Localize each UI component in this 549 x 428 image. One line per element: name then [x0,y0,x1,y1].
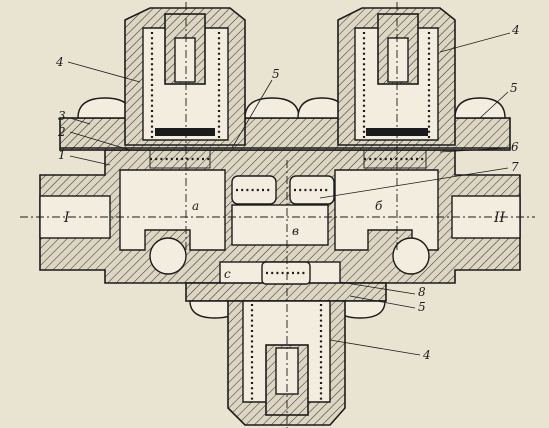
bore-left [149,237,187,275]
label-6: 6 [511,140,519,154]
label-5-top-right: 5 [510,81,518,95]
valve-springs [149,149,427,205]
label-cavity-b: б [375,199,383,213]
cavity-b [334,169,439,251]
label-cavity-v: в [292,224,299,238]
cavity-v [231,204,329,246]
center-lines [20,2,535,428]
cap-top-right [337,7,456,146]
leader-lines [67,32,511,356]
bolt-head-top-left [77,97,133,119]
label-7: 7 [511,160,519,174]
cap-bottom [185,261,387,426]
bolt-head-top-center [244,97,300,119]
label-4-bottom: 4 [422,348,431,362]
label-port-out: II [493,210,506,226]
label-5-bottom: 5 [418,300,426,314]
bore-right [392,237,430,275]
label-3: 3 [58,109,66,123]
cap-top-left [124,7,246,146]
cavity-a [119,169,226,251]
label-4-top-left: 4 [55,55,64,69]
label-cavity-c: с [224,267,231,281]
label-8: 8 [418,285,426,299]
label-5-top-center: 5 [272,67,280,81]
bolt-head-top-right [454,97,506,119]
callout-labels: 4 4 5 5 3 2 1 6 7 8 5 4 I II а б в с [55,23,520,362]
label-4-top-right: 4 [511,23,520,37]
label-cavity-a: а [192,199,199,213]
label-port-in: I [63,210,70,226]
main-body [39,149,521,285]
label-2: 2 [57,125,66,139]
label-1: 1 [58,148,66,162]
